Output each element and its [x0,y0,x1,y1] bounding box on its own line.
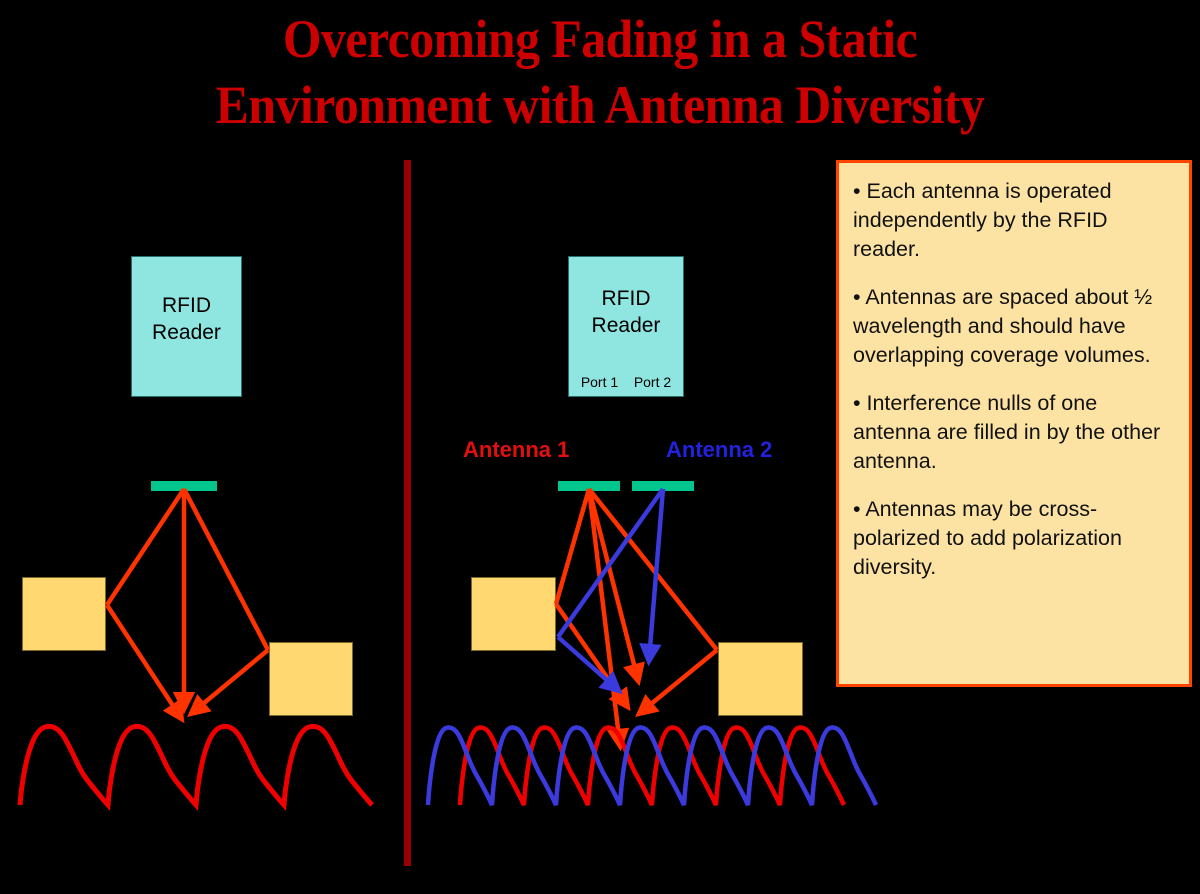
fading-pattern-left [17,723,374,812]
ray-a2-direct [639,488,666,667]
ray-right-seg2 [187,648,270,718]
obstacle-box-left-lower [269,642,353,716]
section-divider [404,160,411,866]
ray-a2-left-seg2 [556,635,623,695]
rfid-reader-box-left: RFID Reader [131,256,242,397]
note-item: • Each antenna is operated independently… [853,179,1112,261]
antenna-bar-left [151,481,217,491]
ray-a1-left-seg2 [554,602,631,712]
ray-a1-left-seg1 [553,488,592,605]
page-title: Overcoming Fading in a Static Environmen… [215,9,985,135]
note-item: • Antennas are spaced about ½ wavelength… [853,285,1153,367]
fading-pattern-right-blue [425,725,879,806]
obstacle-box-right-upper [471,577,556,651]
antenna-bar-1 [558,481,620,491]
note-item: • Antennas may be cross-polarized to add… [853,497,1122,579]
note-item: • Interference nulls of one antenna are … [853,391,1161,473]
rfid-reader-box-right: RFID Reader Port 1 Port 2 [568,256,684,397]
wave-right-red [457,725,847,806]
rfid-reader-label-right: RFID Reader [591,287,661,337]
ray-paths-left [105,487,270,724]
ray-paths-antenna-1 [553,487,719,752]
antenna-2-label: Antenna 2 [666,437,773,462]
ray-left-seg1 [105,487,186,607]
ray-a1-direct [586,488,645,687]
ray-a1-floor [586,488,630,752]
fading-pattern-right-red [457,725,847,806]
ray-left-seg2 [105,603,185,724]
port-2-label: Port 2 [633,374,672,390]
ray-a1-right-seg2 [635,648,719,717]
reader-port-row: Port 1 Port 2 [569,374,683,390]
ray-right-seg1 [182,487,270,652]
notes-panel: • Each antenna is operated independently… [836,160,1192,687]
antenna-1-label: Antenna 1 [463,437,570,462]
obstacle-box-left-upper [22,577,106,651]
ray-a2-left-seg1 [556,487,665,639]
antenna-bar-2 [632,481,694,491]
rfid-reader-label-left: RFID Reader [152,294,221,344]
ray-a1-right-seg1 [587,487,719,652]
port-1-label: Port 1 [580,374,619,390]
wave-left-red [17,723,374,812]
ray-paths-antenna-2 [556,487,666,695]
obstacle-box-right-lower [718,642,803,716]
wave-right-blue [425,725,879,806]
